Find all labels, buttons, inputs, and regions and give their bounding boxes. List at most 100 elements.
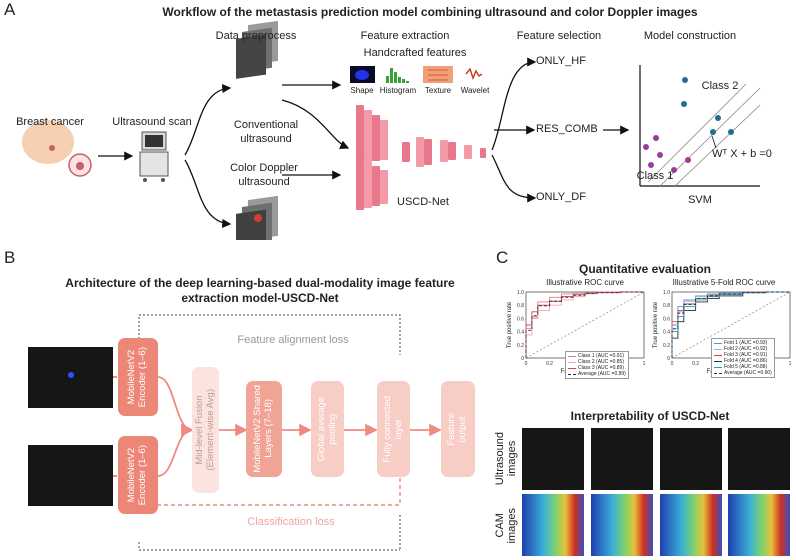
legend-entry: Fold 3 (AUC =0.91)	[714, 352, 772, 358]
breast-cancer-label: Breast cancer	[16, 116, 84, 128]
panel-b-title-line1: Architecture of the deep learning-based …	[65, 276, 455, 290]
texture-label: Texture	[424, 86, 452, 95]
x-tick-label: 0.2	[546, 361, 553, 367]
mid-level-fusion: Mid-level Fusion (Element-wise Avg)	[192, 367, 219, 493]
roc-chart-1: 00.20.40.60.8100.20.40.60.81.0False posi…	[507, 290, 646, 375]
ultrasound-scan-label: Ultrasound scan	[112, 116, 192, 128]
cam-sample-3	[660, 494, 722, 556]
roc2-legend: Fold 1 (AUC =0.93)Fold 2 (AUC =0.92)Fold…	[711, 338, 775, 378]
panel-c-letter: C	[496, 248, 509, 267]
interpretability-title: Interpretability of USCD-Net	[570, 409, 730, 423]
roc2-title: Illustrative 5-Fold ROC curve	[672, 278, 776, 287]
roc1-title: Illustrative ROC curve	[546, 278, 624, 287]
model-construction-label: Model construction	[643, 30, 737, 42]
feature-alignment-loss: Feature alignment loss	[237, 334, 349, 346]
legend-label: Fold 5 (AUC =0.88)	[724, 364, 768, 370]
selection-only-hf: ONLY_HF	[536, 55, 586, 67]
selection-res-comb: RES_COMB	[536, 123, 598, 135]
legend-label: Fold 3 (AUC =0.91)	[724, 352, 768, 358]
y-tick-label: 0.4	[663, 330, 670, 336]
legend-swatch	[568, 355, 576, 357]
global-average-pooling: Global average pooling	[311, 381, 344, 477]
y-tick-label: 0.6	[663, 316, 670, 322]
histogram-icon	[386, 68, 409, 83]
legend-entry: Fold 4 (AUC =0.86)	[714, 358, 772, 364]
legend-entry: Class 2 (AUC =0.85)	[568, 359, 626, 365]
panel-a-letter: A	[4, 0, 16, 19]
legend-entry: Fold 1 (AUC =0.93)	[714, 340, 772, 346]
ultrasound-sample-3	[660, 428, 722, 490]
panel-b-letter: B	[4, 248, 16, 267]
x-tick-label: 0.2	[692, 361, 699, 367]
legend-label: Fold 2 (AUC =0.92)	[724, 346, 768, 352]
legend-entry: Average (AUC =0.90)	[714, 370, 772, 376]
data-preprocess-label: Data preprocess	[215, 30, 297, 42]
y-axis-label: True positive rate	[653, 301, 659, 348]
usdc-net-blocks	[356, 105, 486, 210]
feature-output: Feature output	[441, 381, 475, 477]
class1-label: Class 1	[636, 170, 674, 182]
panel-b-title-line2: extraction model-USCD-Net	[181, 291, 339, 305]
y-tick-label: 0.8	[663, 303, 670, 309]
wavelet-label: Wavelet	[460, 86, 490, 95]
y-tick-label: 0	[667, 356, 670, 362]
legend-swatch	[714, 366, 722, 368]
legend-swatch	[714, 348, 722, 350]
feature-extraction-label: Feature extraction	[360, 30, 450, 42]
legend-swatch	[568, 367, 576, 369]
row-label-ultrasound: Ultrasound images	[494, 432, 518, 486]
x-tick-label: 0	[671, 361, 674, 367]
conventional-image-stack	[236, 20, 278, 79]
svm-plot	[639, 65, 761, 187]
legend-label: Fold 1 (AUC =0.93)	[724, 340, 768, 346]
y-tick-label: 1.0	[663, 290, 670, 296]
shared-layers: MobileNetV2 Shared Layers (7–18)	[246, 381, 282, 477]
conventional-ultrasound-label: Conventional ultrasound	[233, 119, 299, 145]
wavelet-icon	[465, 67, 483, 81]
classification-loss: Classification loss	[247, 516, 335, 528]
legend-swatch	[568, 373, 576, 375]
row-label-cam: CAM images	[494, 508, 518, 544]
legend-entry: Fold 5 (AUC =0.88)	[714, 364, 772, 370]
doppler-input-image	[28, 445, 113, 506]
panel-a-title: Workflow of the metastasis prediction mo…	[162, 5, 698, 19]
uscd-net-label: USCD-Net	[397, 196, 449, 208]
ultrasound-sample-1	[522, 428, 584, 490]
y-tick-label: 0.4	[517, 330, 524, 336]
legend-label: Class 3 (AUC =0.89)	[578, 365, 624, 371]
svm-label: SVM	[688, 194, 712, 206]
legend-label: Class 1 (AUC =0.91)	[578, 353, 624, 359]
encoder-bottom: MobileNetV2 Encoder (1–6)	[118, 436, 158, 514]
legend-label: Average (AUC =0.90)	[724, 370, 772, 376]
feature-selection-label: Feature selection	[516, 30, 602, 42]
roc1-legend: Class 1 (AUC =0.91)Class 2 (AUC =0.85)Cl…	[565, 351, 629, 379]
ultrasound-sample-4	[728, 428, 790, 490]
y-axis-label: True positive rate	[507, 301, 513, 348]
histogram-label: Histogram	[379, 86, 417, 95]
cam-sample-2	[591, 494, 653, 556]
y-tick-label: 0.6	[517, 316, 524, 322]
workflow-diagram	[22, 20, 761, 240]
architecture-connectors	[113, 314, 442, 551]
doppler-dot	[68, 372, 74, 378]
legend-swatch	[714, 342, 722, 344]
legend-label: Average (AUC =0.89)	[578, 371, 626, 377]
x-tick-label: 1	[789, 361, 792, 367]
y-tick-label: 0	[521, 356, 524, 362]
legend-swatch	[714, 360, 722, 362]
roc-series-line	[525, 291, 644, 358]
legend-swatch	[714, 354, 722, 356]
y-tick-label: 1.0	[517, 290, 524, 296]
legend-entry: Class 3 (AUC =0.89)	[568, 365, 626, 371]
x-tick-label: 0	[525, 361, 528, 367]
legend-swatch	[714, 372, 722, 374]
legend-label: Fold 4 (AUC =0.86)	[724, 358, 768, 364]
svm-equation: Wᵀ X + b =0	[712, 148, 772, 160]
doppler-ultrasound-label: Color Doppler ultrasound	[230, 162, 298, 188]
cam-sample-1	[522, 494, 584, 556]
roc-series-line	[671, 291, 790, 358]
doppler-image-stack	[236, 195, 278, 240]
legend-label: Class 2 (AUC =0.85)	[578, 359, 624, 365]
shape-label: Shape	[350, 86, 374, 95]
legend-entry: Class 1 (AUC =0.91)	[568, 353, 626, 359]
